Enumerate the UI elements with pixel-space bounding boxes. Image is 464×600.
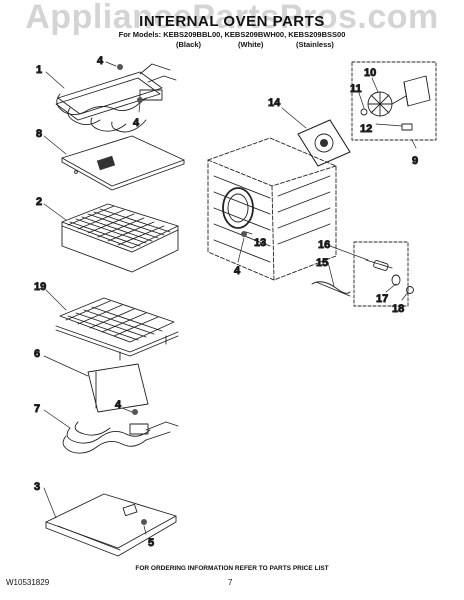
callout-13: 13 [254,237,266,249]
part-bake-element [62,421,179,454]
fasteners [117,64,247,525]
part-rollout-rack [55,297,179,361]
callout-4b: 4 [133,117,140,129]
part-sensor-assembly [311,241,414,307]
callout-12: 12 [360,123,372,135]
callout-5: 5 [148,537,154,549]
callout-4a: 4 [97,55,104,67]
part-oven-rack [61,203,179,273]
callout-18: 18 [392,303,404,315]
part-bottom-plate [45,493,177,557]
part-element-shield [61,135,185,191]
watermark: AppliancePartsPros.com [25,0,439,36]
part-oven-cavity [207,137,337,281]
callout-4c: 4 [234,265,241,277]
callout-6: 6 [34,348,40,360]
callout-1: 1 [36,64,42,76]
part-broil-element [55,63,177,133]
callout-16: 16 [318,239,330,251]
callout-19: 19 [34,281,46,293]
document-number: W10531829 [6,578,50,587]
variant-stainless: (Stainless) [296,40,334,49]
callout-7: 7 [34,403,40,415]
callouts: 1 2 3 4 4 4 4 5 6 7 8 9 10 11 12 13 14 1… [34,55,419,550]
ordering-note: FOR ORDERING INFORMATION REFER TO PARTS … [135,565,329,572]
callout-17: 17 [376,293,388,305]
part-bake-shield [87,363,149,413]
callout-14: 14 [268,97,281,109]
callout-4d: 4 [115,399,122,411]
callout-11: 11 [350,83,362,95]
part-convection-motor-assembly [351,61,437,141]
callout-2: 2 [36,196,42,208]
callout-3: 3 [34,481,40,493]
page-title: INTERNAL OVEN PARTS [139,13,325,30]
callout-10: 10 [364,67,376,79]
callout-9: 9 [412,155,418,167]
callout-8: 8 [36,128,42,140]
variant-black: (Black) [176,40,202,49]
variant-white: (White) [238,40,264,49]
callout-15: 15 [316,257,328,269]
model-list: For Models: KEBS209BBL00, KEBS209BWH00, … [118,30,346,39]
part-fan-cover [297,119,351,167]
page-number: 7 [228,578,233,587]
leader-lines [43,61,417,535]
